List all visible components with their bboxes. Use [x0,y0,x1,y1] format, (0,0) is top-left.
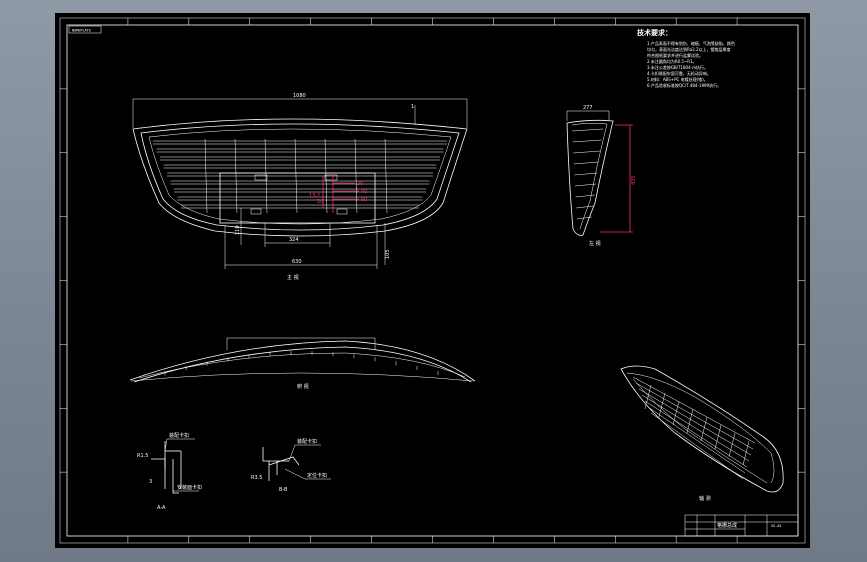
iso-grille-bars [632,376,756,480]
dim-m3: 60 [361,197,367,203]
section-a-callout-bottom: 安装面卡扣 [177,484,202,491]
section-a-label: A-A [157,505,166,511]
dim-inner-width: 324 [289,237,299,243]
dim-m2: 40 [361,189,367,195]
cad-drawing: NAMEPLATE 1080 1 324 630 110 [59,17,806,544]
notes-title: 技术要求： [637,28,672,37]
title-block-part-no: SG-01 [771,524,782,528]
dim-m5: 13.2 [309,193,320,199]
front-view-label: 主 视 [287,274,299,281]
side-top-dim: 277 [583,105,593,111]
svg-text:均匀，表面光洁度达到Ra3.2以上，镀铬层厚度: 均匀，表面光洁度达到Ra3.2以上，镀铬层厚度 [647,46,731,52]
dim-m1: 30 [357,181,363,187]
inner-border [66,24,799,537]
section-b-dim-a: R3.5 [251,475,262,481]
plate-area [219,172,376,224]
section-a-callout-top: 装配卡扣 [169,432,189,439]
section-b-label: B-B [279,487,288,493]
section-b-callout-bottom: 定位卡扣 [307,472,327,479]
drawing-sheet: NAMEPLATE 1080 1 324 630 110 [55,13,810,548]
svg-text:4.卡扣装配牢固可靠，无松动异响。: 4.卡扣装配牢固可靠，无松动异响。 [647,70,711,76]
svg-text:5.材料：ABS+PC 电镀处理(铬)。: 5.材料：ABS+PC 电镀处理(铬)。 [647,76,708,82]
side-view: 277 435 左 视 [566,105,637,247]
title-block-name: 格栅总成 [717,522,737,529]
iso-view-label: 轴 测 [699,495,711,502]
section-a-dim-b: 3 [149,479,152,485]
dim-bottom-width: 630 [292,259,302,265]
svg-text:1.产品表面不得有划伤、缩痕、气泡等缺陷，颜色: 1.产品表面不得有划伤、缩痕、气泡等缺陷，颜色 [647,40,735,46]
svg-text:2.未注圆角均为R0.5~R1。: 2.未注圆角均为R0.5~R1。 [647,58,697,64]
section-a: 装配卡扣 安装面卡扣 R1.5 3 A-A [137,432,202,511]
section-b-callout-top: 装配卡扣 [297,438,317,445]
dim-right-height: 105 [385,249,391,259]
stamp-text: NAMEPLATE [72,29,91,33]
section-a-dim-a: R1.5 [137,453,148,459]
svg-text:3.未注公差按GB/T1804-m执行。: 3.未注公差按GB/T1804-m执行。 [647,64,708,70]
top-view: 俯 视 [129,337,476,390]
section-b: 装配卡扣 定位卡扣 R3.5 B-B [251,438,331,493]
side-slats [571,128,604,220]
dim-top-width: 1080 [293,93,306,99]
front-view: 1080 1 324 630 110 105 30 40 60 20 13.2 … [132,93,468,281]
iso-view: 轴 测 [620,365,784,502]
svg-text:符合图纸要求并进行盐雾试验。: 符合图纸要求并进行盐雾试验。 [647,52,703,58]
svg-text:6.产品验收标准按QC/T 484-1999执行。: 6.产品验收标准按QC/T 484-1999执行。 [647,82,721,88]
stamp-box [68,25,102,34]
top-view-ribs [164,351,439,376]
side-height-dim: 435 [631,175,637,185]
dim-m4: 20 [317,199,323,205]
border-zone-ticks [60,18,805,543]
outer-border [59,17,806,544]
technical-notes: 技术要求： 1.产品表面不得有划伤、缩痕、气泡等缺陷，颜色 均匀，表面光洁度达到… [637,28,735,88]
grille-slats [153,138,447,214]
title-block: 格栅总成 SG-01 [684,514,799,537]
side-view-label: 左 视 [589,240,601,247]
svg-text:1: 1 [411,104,414,110]
top-view-label: 俯 视 [297,383,309,390]
dim-left-height: 110 [235,225,241,235]
